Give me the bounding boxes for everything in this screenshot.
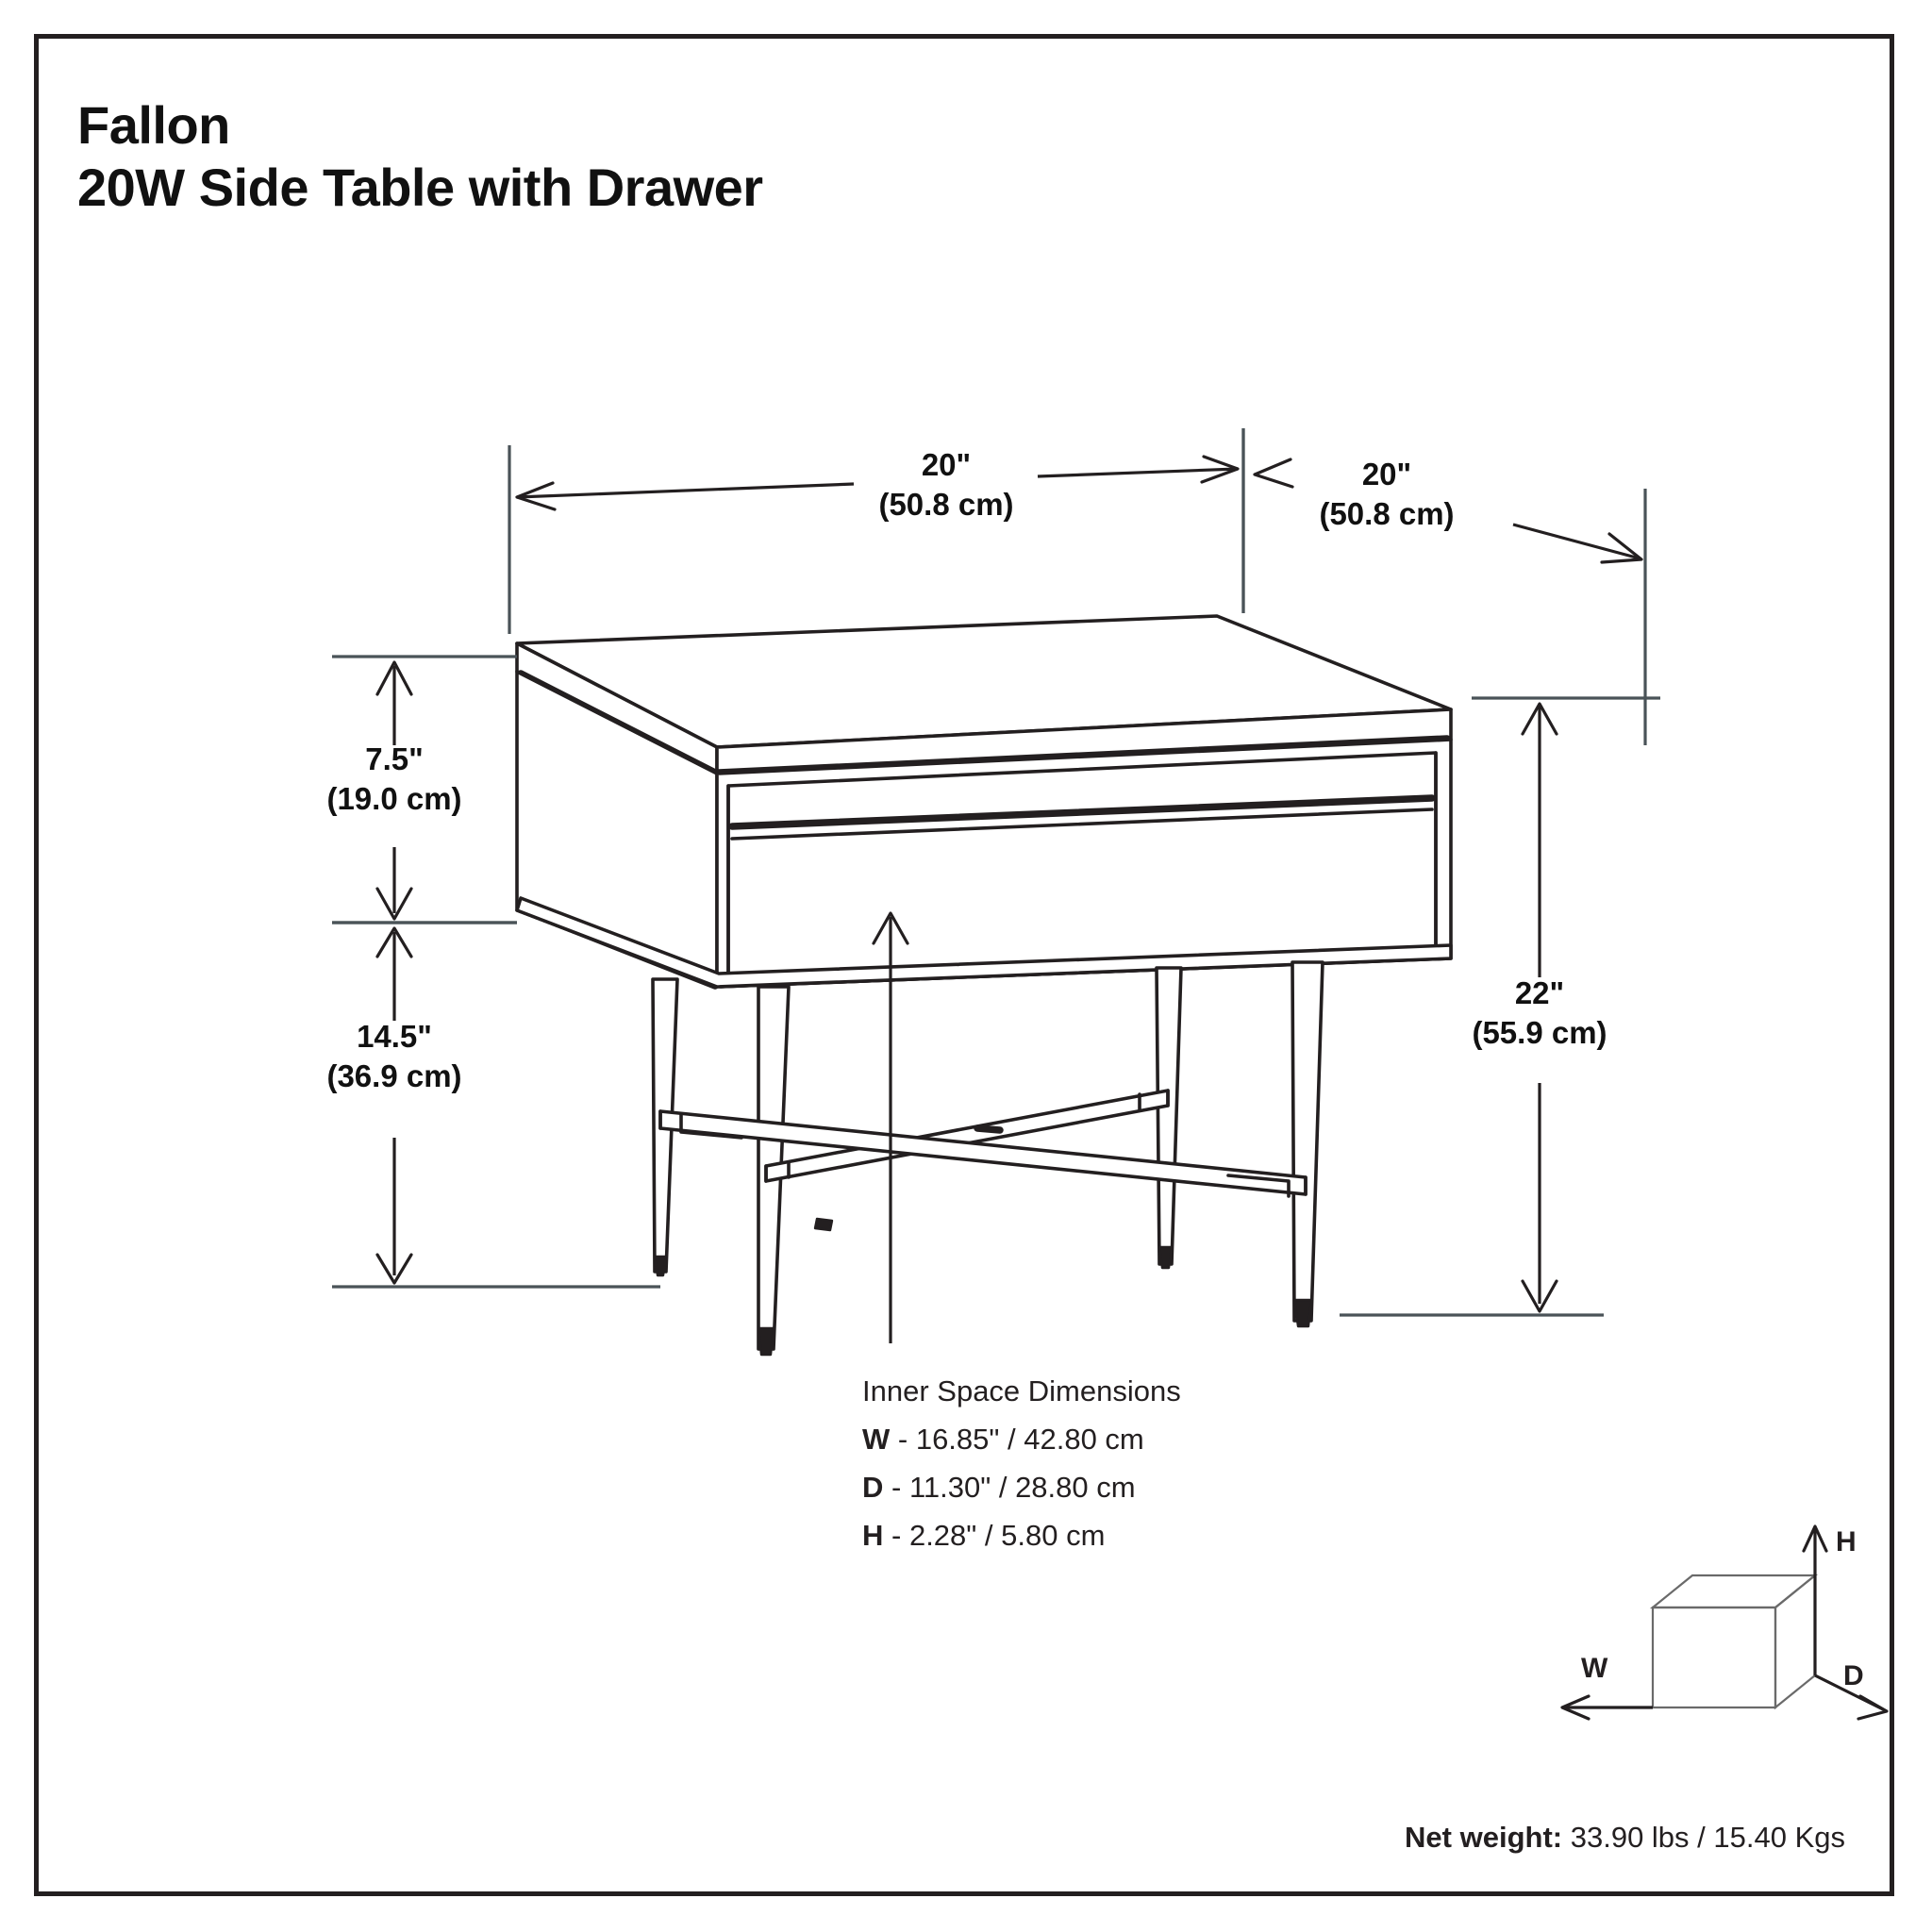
inner-space-heading: Inner Space Dimensions xyxy=(862,1374,1181,1407)
table-case xyxy=(515,670,1453,990)
axis-legend-cube xyxy=(1560,1524,1889,1721)
inner-space-axis-w: W xyxy=(862,1423,891,1457)
inner-space-sep-w: - xyxy=(890,1423,916,1457)
inner-space-row-d: D - 11.30" / 28.80 cm xyxy=(862,1467,1391,1508)
inner-space-sep-d: - xyxy=(883,1471,909,1505)
title-collection: Fallon xyxy=(77,95,230,155)
depth-dimension-label: 20" (50.8 cm) xyxy=(1258,455,1515,534)
drawer-box-height-label: 7.5" (19.0 cm) xyxy=(281,740,508,819)
drawer-box-height-metric: (19.0 cm) xyxy=(326,781,462,817)
title-product: 20W Side Table with Drawer xyxy=(77,158,763,218)
drawer-front xyxy=(726,751,1438,979)
inner-space-sep-h: - xyxy=(883,1519,909,1553)
side-table-illustration xyxy=(515,614,1453,1357)
leg-height-label: 14.5" (36.9 cm) xyxy=(281,1017,508,1096)
drawer-box-height-imperial: 7.5" xyxy=(365,741,424,776)
axis-label-d: D xyxy=(1843,1660,1864,1691)
depth-metric: (50.8 cm) xyxy=(1319,496,1455,532)
inner-space-axis-h: H xyxy=(862,1519,884,1553)
depth-dimension-line xyxy=(1241,428,1647,745)
inner-space-dimensions: Inner Space Dimensions W - 16.85" / 42.8… xyxy=(862,1371,1391,1557)
page-title: Fallon 20W Side Table with Drawer xyxy=(77,94,1209,219)
width-metric: (50.8 cm) xyxy=(878,487,1014,523)
inner-space-value-d: 11.30" / 28.80 cm xyxy=(908,1471,1136,1505)
axis-label-h: H xyxy=(1836,1526,1857,1557)
net-weight: Net weight: 33.90 lbs / 15.40 Kgs xyxy=(1405,1821,1845,1855)
depth-imperial: 20" xyxy=(1361,457,1412,491)
overall-height-metric: (55.9 cm) xyxy=(1472,1015,1607,1051)
inner-space-row-w: W - 16.85" / 42.80 cm xyxy=(862,1419,1391,1460)
inner-space-value-h: 2.28" / 5.80 cm xyxy=(908,1519,1106,1553)
leg-height-imperial: 14.5" xyxy=(357,1019,432,1054)
leg-height-dimension xyxy=(332,921,660,1289)
net-weight-label: Net weight: xyxy=(1405,1821,1563,1854)
inner-space-leader xyxy=(872,911,909,1343)
axis-label-w: W xyxy=(1581,1653,1608,1684)
overall-height-dimension xyxy=(1340,696,1660,1317)
overall-height-label: 22" (55.9 cm) xyxy=(1426,974,1653,1053)
inner-space-axis-d: D xyxy=(862,1471,884,1505)
leg-height-metric: (36.9 cm) xyxy=(326,1058,462,1094)
overall-height-imperial: 22" xyxy=(1514,975,1565,1010)
net-weight-value: 33.90 lbs / 15.40 Kgs xyxy=(1570,1821,1845,1854)
inner-space-row-h: H - 2.28" / 5.80 cm xyxy=(862,1515,1391,1557)
cross-stretcher xyxy=(658,1089,1307,1232)
inner-space-value-w: 16.85" / 42.80 cm xyxy=(915,1423,1144,1457)
width-imperial: 20" xyxy=(921,447,972,482)
width-dimension-label: 20" (50.8 cm) xyxy=(854,445,1039,525)
